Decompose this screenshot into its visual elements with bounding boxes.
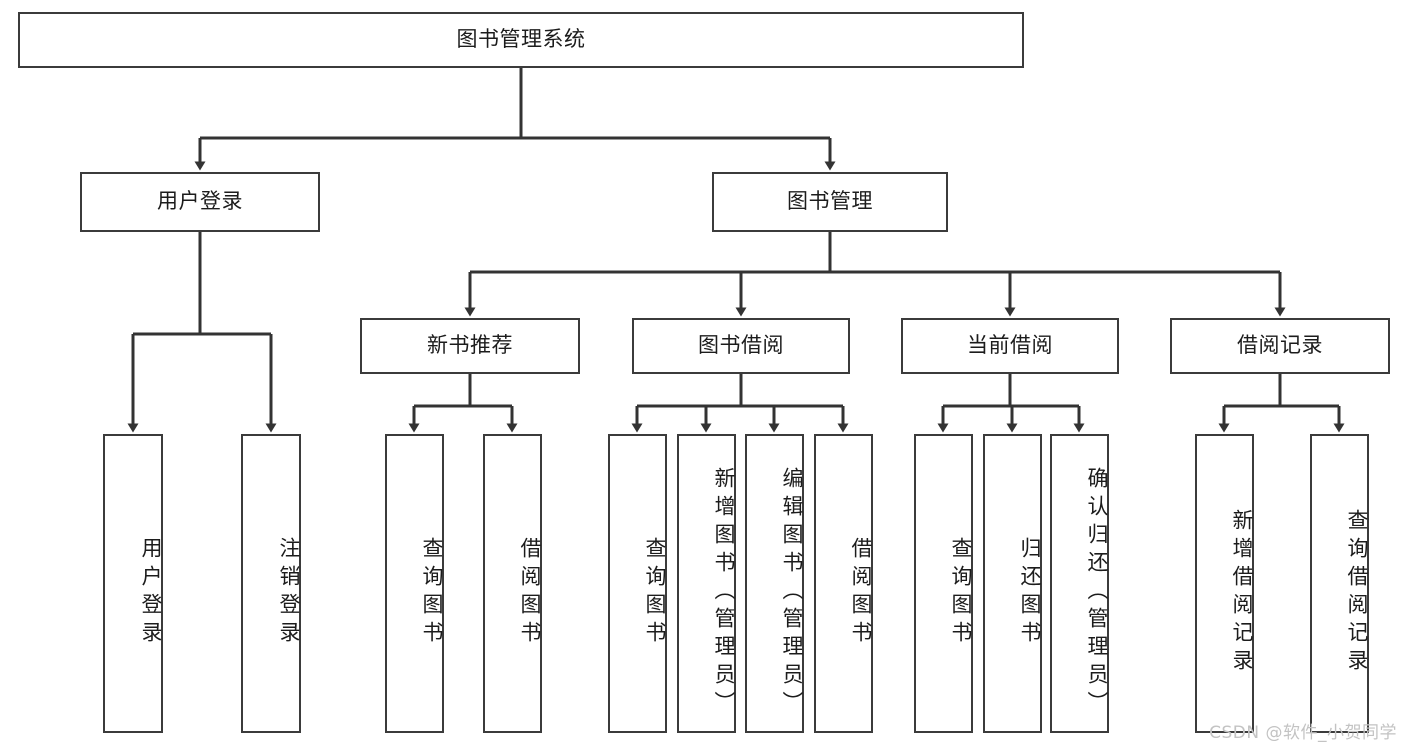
node-new-book-recommend[interactable]: 新书推荐 — [360, 318, 580, 374]
leaf-query-book-rec[interactable]: 查询图书 — [385, 434, 444, 733]
leaf-borrow-book[interactable]: 借阅图书 — [814, 434, 873, 733]
node-user-login[interactable]: 用户登录 — [80, 172, 320, 232]
leaf-edit-book-label: 编辑图书（管理员） — [780, 466, 804, 719]
leaf-query-book-rec-label: 查询图书 — [420, 536, 444, 649]
leaf-return-book-label: 归还图书 — [1018, 536, 1042, 649]
leaf-logout-label: 注销登录 — [277, 536, 301, 649]
leaf-borrow-book-rec-label: 借阅图书 — [518, 536, 542, 649]
leaf-edit-book[interactable]: 编辑图书（管理员） — [745, 434, 804, 733]
leaf-add-record-label: 新增借阅记录 — [1230, 508, 1254, 677]
node-book-manage[interactable]: 图书管理 — [712, 172, 948, 232]
leaf-user-login-label: 用户登录 — [139, 536, 163, 649]
leaf-query-record[interactable]: 查询借阅记录 — [1310, 434, 1369, 733]
leaf-confirm-return-label: 确认归还（管理员） — [1085, 466, 1109, 719]
leaf-borrow-book-rec[interactable]: 借阅图书 — [483, 434, 542, 733]
leaf-confirm-return[interactable]: 确认归还（管理员） — [1050, 434, 1109, 733]
leaf-add-book[interactable]: 新增图书（管理员） — [677, 434, 736, 733]
node-current-borrow-label: 当前借阅 — [967, 333, 1053, 358]
leaf-query-book-borrow[interactable]: 查询图书 — [608, 434, 667, 733]
node-user-login-label: 用户登录 — [157, 189, 243, 214]
leaf-query-book-cur-label: 查询图书 — [949, 536, 973, 649]
leaf-user-login[interactable]: 用户登录 — [103, 434, 163, 733]
csdn-watermark: CSDN @软件_小贺同学 — [1209, 723, 1397, 743]
node-current-borrow[interactable]: 当前借阅 — [901, 318, 1119, 374]
leaf-query-book-cur[interactable]: 查询图书 — [914, 434, 973, 733]
leaf-query-book-borrow-label: 查询图书 — [643, 536, 667, 649]
node-root[interactable]: 图书管理系统 — [18, 12, 1024, 68]
node-root-label: 图书管理系统 — [456, 27, 586, 52]
node-borrow-record[interactable]: 借阅记录 — [1170, 318, 1390, 374]
node-new-book-recommend-label: 新书推荐 — [427, 333, 513, 358]
leaf-logout[interactable]: 注销登录 — [241, 434, 301, 733]
leaf-add-record[interactable]: 新增借阅记录 — [1195, 434, 1254, 733]
leaf-add-book-label: 新增图书（管理员） — [712, 466, 736, 719]
leaf-borrow-book-label: 借阅图书 — [849, 536, 873, 649]
node-book-borrow[interactable]: 图书借阅 — [632, 318, 850, 374]
node-book-manage-label: 图书管理 — [787, 189, 873, 214]
leaf-query-record-label: 查询借阅记录 — [1345, 508, 1369, 677]
leaf-return-book[interactable]: 归还图书 — [983, 434, 1042, 733]
node-book-borrow-label: 图书借阅 — [698, 333, 784, 358]
node-borrow-record-label: 借阅记录 — [1237, 333, 1323, 358]
